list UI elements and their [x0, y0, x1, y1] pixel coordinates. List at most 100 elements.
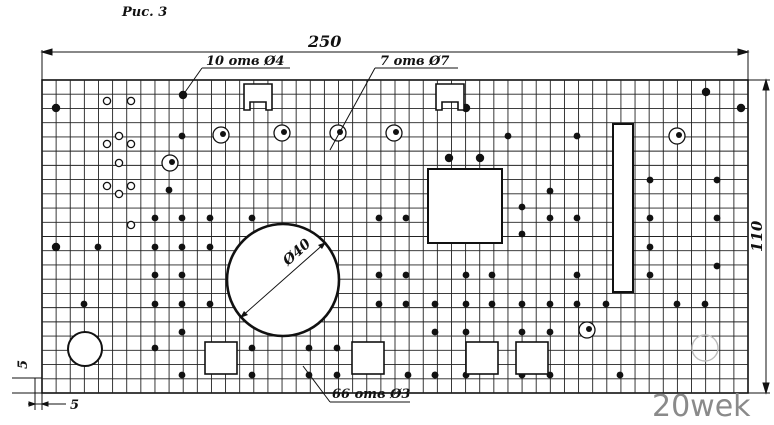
- slot-left: [243, 83, 273, 111]
- hole-3: [646, 214, 654, 222]
- height-dimension-label: 110: [748, 220, 766, 252]
- vertical-slot: [612, 123, 634, 293]
- hole-3: [402, 214, 410, 222]
- hole-3: [602, 300, 610, 308]
- hole-3: [431, 328, 439, 336]
- hole-3: [402, 300, 410, 308]
- hole-3: [488, 271, 496, 279]
- window-3: [465, 341, 499, 375]
- hole-3: [713, 176, 721, 184]
- hole-7-mark: [586, 326, 592, 332]
- leader-holes-7: [329, 67, 458, 151]
- hole-4: [102, 139, 112, 149]
- hole-3: [151, 214, 159, 222]
- hole-3: [375, 271, 383, 279]
- width-dimension-label: 250: [307, 32, 341, 51]
- hole-7-mark: [169, 159, 175, 165]
- hole-3: [80, 300, 88, 308]
- hole-3: [165, 186, 173, 194]
- hole-3: [518, 230, 526, 238]
- hole-3: [375, 300, 383, 308]
- hole-3: [573, 214, 581, 222]
- hole-7-mark: [676, 132, 682, 138]
- hole-3: [546, 328, 554, 336]
- hole-3: [462, 300, 470, 308]
- hole-3: [646, 243, 654, 251]
- watermark: 20wek: [652, 389, 751, 424]
- hole-edge: [51, 242, 61, 252]
- hole-3: [518, 328, 526, 336]
- hole-edge: [475, 153, 485, 163]
- holes-layer: [51, 87, 746, 379]
- hole-4: [102, 96, 112, 106]
- bottom-left-hole: [67, 331, 103, 367]
- bottom-right-hole: [691, 334, 719, 362]
- square-cutout: [427, 168, 503, 244]
- hole-7-mark: [393, 129, 399, 135]
- margin-vertical-label: 5: [16, 360, 31, 369]
- hole-3: [206, 300, 214, 308]
- hole-3: [178, 243, 186, 251]
- leader-holes-3: [302, 365, 410, 403]
- hole-4: [102, 181, 112, 191]
- hole-edge: [701, 87, 711, 97]
- top-slots: [243, 83, 465, 111]
- leader-holes-4: [182, 67, 290, 96]
- hole-3: [151, 243, 159, 251]
- hole-3: [573, 300, 581, 308]
- hole-3: [178, 300, 186, 308]
- hole-3: [616, 371, 624, 379]
- hole-3: [178, 214, 186, 222]
- hole-4: [126, 96, 136, 106]
- hole-3: [546, 214, 554, 222]
- hole-3: [206, 243, 214, 251]
- hole-3: [178, 328, 186, 336]
- hole-3: [546, 300, 554, 308]
- hole-3: [248, 371, 256, 379]
- hole-3: [462, 328, 470, 336]
- hole-3: [248, 344, 256, 352]
- slot-right: [435, 83, 465, 111]
- hole-3: [713, 214, 721, 222]
- hole-3: [402, 271, 410, 279]
- margin-horizontal-label: 5: [70, 398, 79, 413]
- height-dimension: [742, 78, 770, 395]
- hole-3: [333, 371, 341, 379]
- hole-3: [151, 271, 159, 279]
- hole-3: [646, 271, 654, 279]
- big-hole: [225, 222, 341, 338]
- hole-3: [375, 214, 383, 222]
- hole-3: [504, 132, 512, 140]
- hole-3: [488, 300, 496, 308]
- hole-edge: [444, 153, 454, 163]
- hole-3: [305, 344, 313, 352]
- hole-edge: [736, 103, 746, 113]
- hole-4: [114, 189, 124, 199]
- window-2: [351, 341, 385, 375]
- callout-holes-7: 7 отв Ø7: [380, 54, 449, 69]
- width-dimension: [40, 48, 750, 80]
- hole-3: [151, 344, 159, 352]
- hole-3: [333, 344, 341, 352]
- hole-3: [573, 132, 581, 140]
- hole-3: [518, 203, 526, 211]
- hole-4: [126, 181, 136, 191]
- hole-3: [178, 132, 186, 140]
- bottom-windows: [204, 341, 549, 375]
- hole-4: [114, 131, 124, 141]
- callout-holes-3: 66 отв Ø3: [332, 387, 410, 402]
- hole-4: [126, 220, 136, 230]
- hole-4: [114, 158, 124, 168]
- hole-3: [151, 300, 159, 308]
- hole-3: [573, 271, 581, 279]
- window-1: [204, 341, 238, 375]
- hole-3: [713, 262, 721, 270]
- hole-7-mark: [220, 131, 226, 137]
- hole-3: [94, 243, 102, 251]
- hole-3: [431, 300, 439, 308]
- hole-3: [701, 300, 709, 308]
- margin-dimensions: [12, 377, 66, 410]
- hole-3: [673, 300, 681, 308]
- hole-7-mark: [281, 129, 287, 135]
